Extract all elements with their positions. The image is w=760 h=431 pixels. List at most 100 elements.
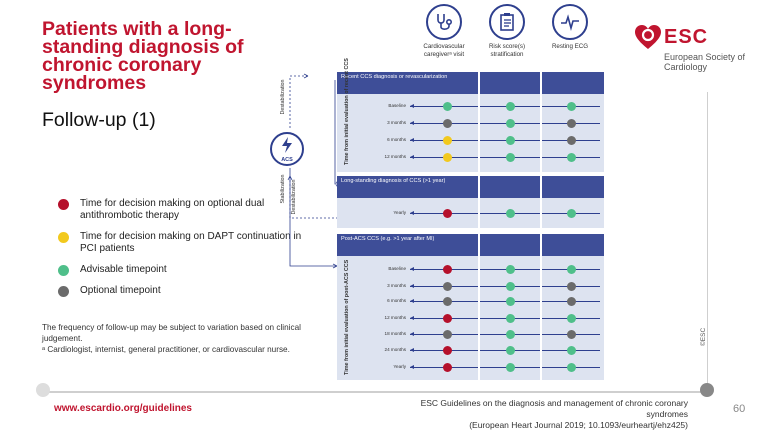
column-header-caregiver: Cardiovascular caregiverᵃ visit — [414, 4, 474, 59]
green-dot-icon — [566, 362, 576, 372]
section-side-label: Time from initial evaluation of recent C… — [344, 58, 350, 165]
section-header: Post-ACS CCS (e.g. >1 year after MI) — [337, 234, 604, 256]
row-line — [410, 286, 600, 287]
footer-right-dot-icon — [700, 383, 714, 397]
row-line — [410, 318, 600, 319]
row-line — [410, 157, 600, 158]
legend-item: Time for decision making on DAPT continu… — [58, 231, 318, 255]
row-arrowhead-icon — [410, 211, 414, 215]
column-header-ecg: Resting ECG — [540, 4, 600, 51]
row-arrowhead-icon — [410, 365, 414, 369]
legend: Time for decision making on optional dua… — [58, 198, 318, 306]
slide-subtitle: Follow-up (1) — [42, 109, 156, 131]
green-dot-icon — [566, 345, 576, 355]
gray-dot-icon — [566, 296, 576, 306]
green-dot-icon — [566, 313, 576, 323]
gray-dot-icon — [442, 281, 452, 291]
green-dot-icon — [505, 362, 515, 372]
row-arrowhead-icon — [410, 267, 414, 271]
row-label: 6 months — [387, 298, 406, 303]
row-line — [410, 334, 600, 335]
note-text: The frequency of follow-up may be subjec… — [42, 323, 301, 343]
row-arrowhead-icon — [410, 155, 414, 159]
row-label: 3 months — [387, 283, 406, 288]
green-dot-icon — [505, 281, 515, 291]
yellow-dot-icon — [58, 232, 69, 243]
column-label: Resting ECG — [551, 43, 589, 50]
flow-arrows — [287, 73, 340, 269]
footer-url[interactable]: www.escardio.org/guidelines — [54, 403, 192, 414]
green-dot-icon — [505, 313, 515, 323]
column-separator — [478, 60, 480, 380]
footer-divider — [42, 391, 708, 393]
footer-left-dot-icon — [36, 383, 50, 397]
legend-item: Time for decision making on optional dua… — [58, 198, 318, 222]
esc-logo-subtitle: European Society of Cardiology — [664, 52, 746, 72]
esc-logo-text: ESC — [664, 26, 709, 48]
esc-logo-icon — [635, 25, 661, 49]
row-label: 3 months — [387, 120, 406, 125]
section-header: Long-standing diagnosis of CCS (>1 year) — [337, 176, 604, 198]
row-arrowhead-icon — [410, 121, 414, 125]
section-recent-ccs: Recent CCS diagnosis or revascularizatio… — [337, 72, 604, 172]
row-arrowhead-icon — [410, 316, 414, 320]
right-divider — [707, 92, 708, 390]
green-dot-icon — [566, 208, 576, 218]
page-number: 60 — [733, 403, 746, 415]
red-dot-icon — [442, 208, 452, 218]
footnote-block: The frequency of follow-up may be subjec… — [42, 322, 312, 355]
row-arrowhead-icon — [410, 138, 414, 142]
row-line — [410, 350, 600, 351]
green-dot-icon — [505, 208, 515, 218]
row-label: 24 months — [384, 347, 406, 352]
row-label: Yearly — [393, 364, 406, 369]
yellow-dot-icon — [442, 135, 452, 145]
red-dot-icon — [442, 345, 452, 355]
gray-dot-icon — [442, 329, 452, 339]
legend-label: Optional timepoint — [80, 285, 161, 296]
red-dot-icon — [442, 264, 452, 274]
row-label: Baseline — [388, 103, 406, 108]
citation-line: (European Heart Journal 2019; 10.1093/eu… — [469, 420, 688, 430]
section-post-acs: Post-ACS CCS (e.g. >1 year after MI) — [337, 234, 604, 380]
gray-dot-icon — [566, 281, 576, 291]
green-dot-icon — [566, 264, 576, 274]
ecg-icon — [552, 4, 588, 40]
legend-label: Advisable timepoint — [80, 264, 167, 275]
section-header: Recent CCS diagnosis or revascularizatio… — [337, 72, 604, 94]
green-dot-icon — [505, 345, 515, 355]
row-label: 12 months — [384, 154, 406, 159]
legend-label: Time for decision making on DAPT continu… — [80, 231, 302, 254]
destabilization-label: Destabilization — [280, 79, 286, 115]
row-arrowhead-icon — [410, 284, 414, 288]
row-line — [410, 106, 600, 107]
gray-dot-icon — [566, 135, 576, 145]
green-dot-icon — [505, 264, 515, 274]
row-label: Yearly — [393, 210, 406, 215]
citation-line: ESC Guidelines on the diagnosis and mana… — [420, 398, 688, 419]
stethoscope-icon — [426, 4, 462, 40]
row-line — [410, 213, 600, 214]
slide-title: Patients with a long-standing diagnosis … — [42, 18, 244, 94]
column-label: Cardiovascular caregiverᵃ visit — [423, 43, 465, 58]
acs-icon: ACS — [270, 132, 304, 166]
green-dot-icon — [505, 296, 515, 306]
green-dot-icon — [505, 135, 515, 145]
green-dot-icon — [505, 329, 515, 339]
stabilization-label: Stabilization — [280, 174, 286, 204]
gray-dot-icon — [566, 118, 576, 128]
row-line — [410, 269, 600, 270]
gray-dot-icon — [442, 118, 452, 128]
section-long-standing: Long-standing diagnosis of CCS (>1 year) — [337, 176, 604, 228]
red-dot-icon — [442, 313, 452, 323]
green-dot-icon — [58, 265, 69, 276]
gray-dot-icon — [566, 329, 576, 339]
red-dot-icon — [442, 362, 452, 372]
gray-dot-icon — [442, 296, 452, 306]
row-arrowhead-icon — [410, 348, 414, 352]
green-dot-icon — [566, 101, 576, 111]
yellow-dot-icon — [442, 152, 452, 162]
green-dot-icon — [442, 101, 452, 111]
destabilization-label: Destabilization — [291, 179, 297, 215]
legend-label: Time for decision making on optional dua… — [80, 198, 265, 221]
